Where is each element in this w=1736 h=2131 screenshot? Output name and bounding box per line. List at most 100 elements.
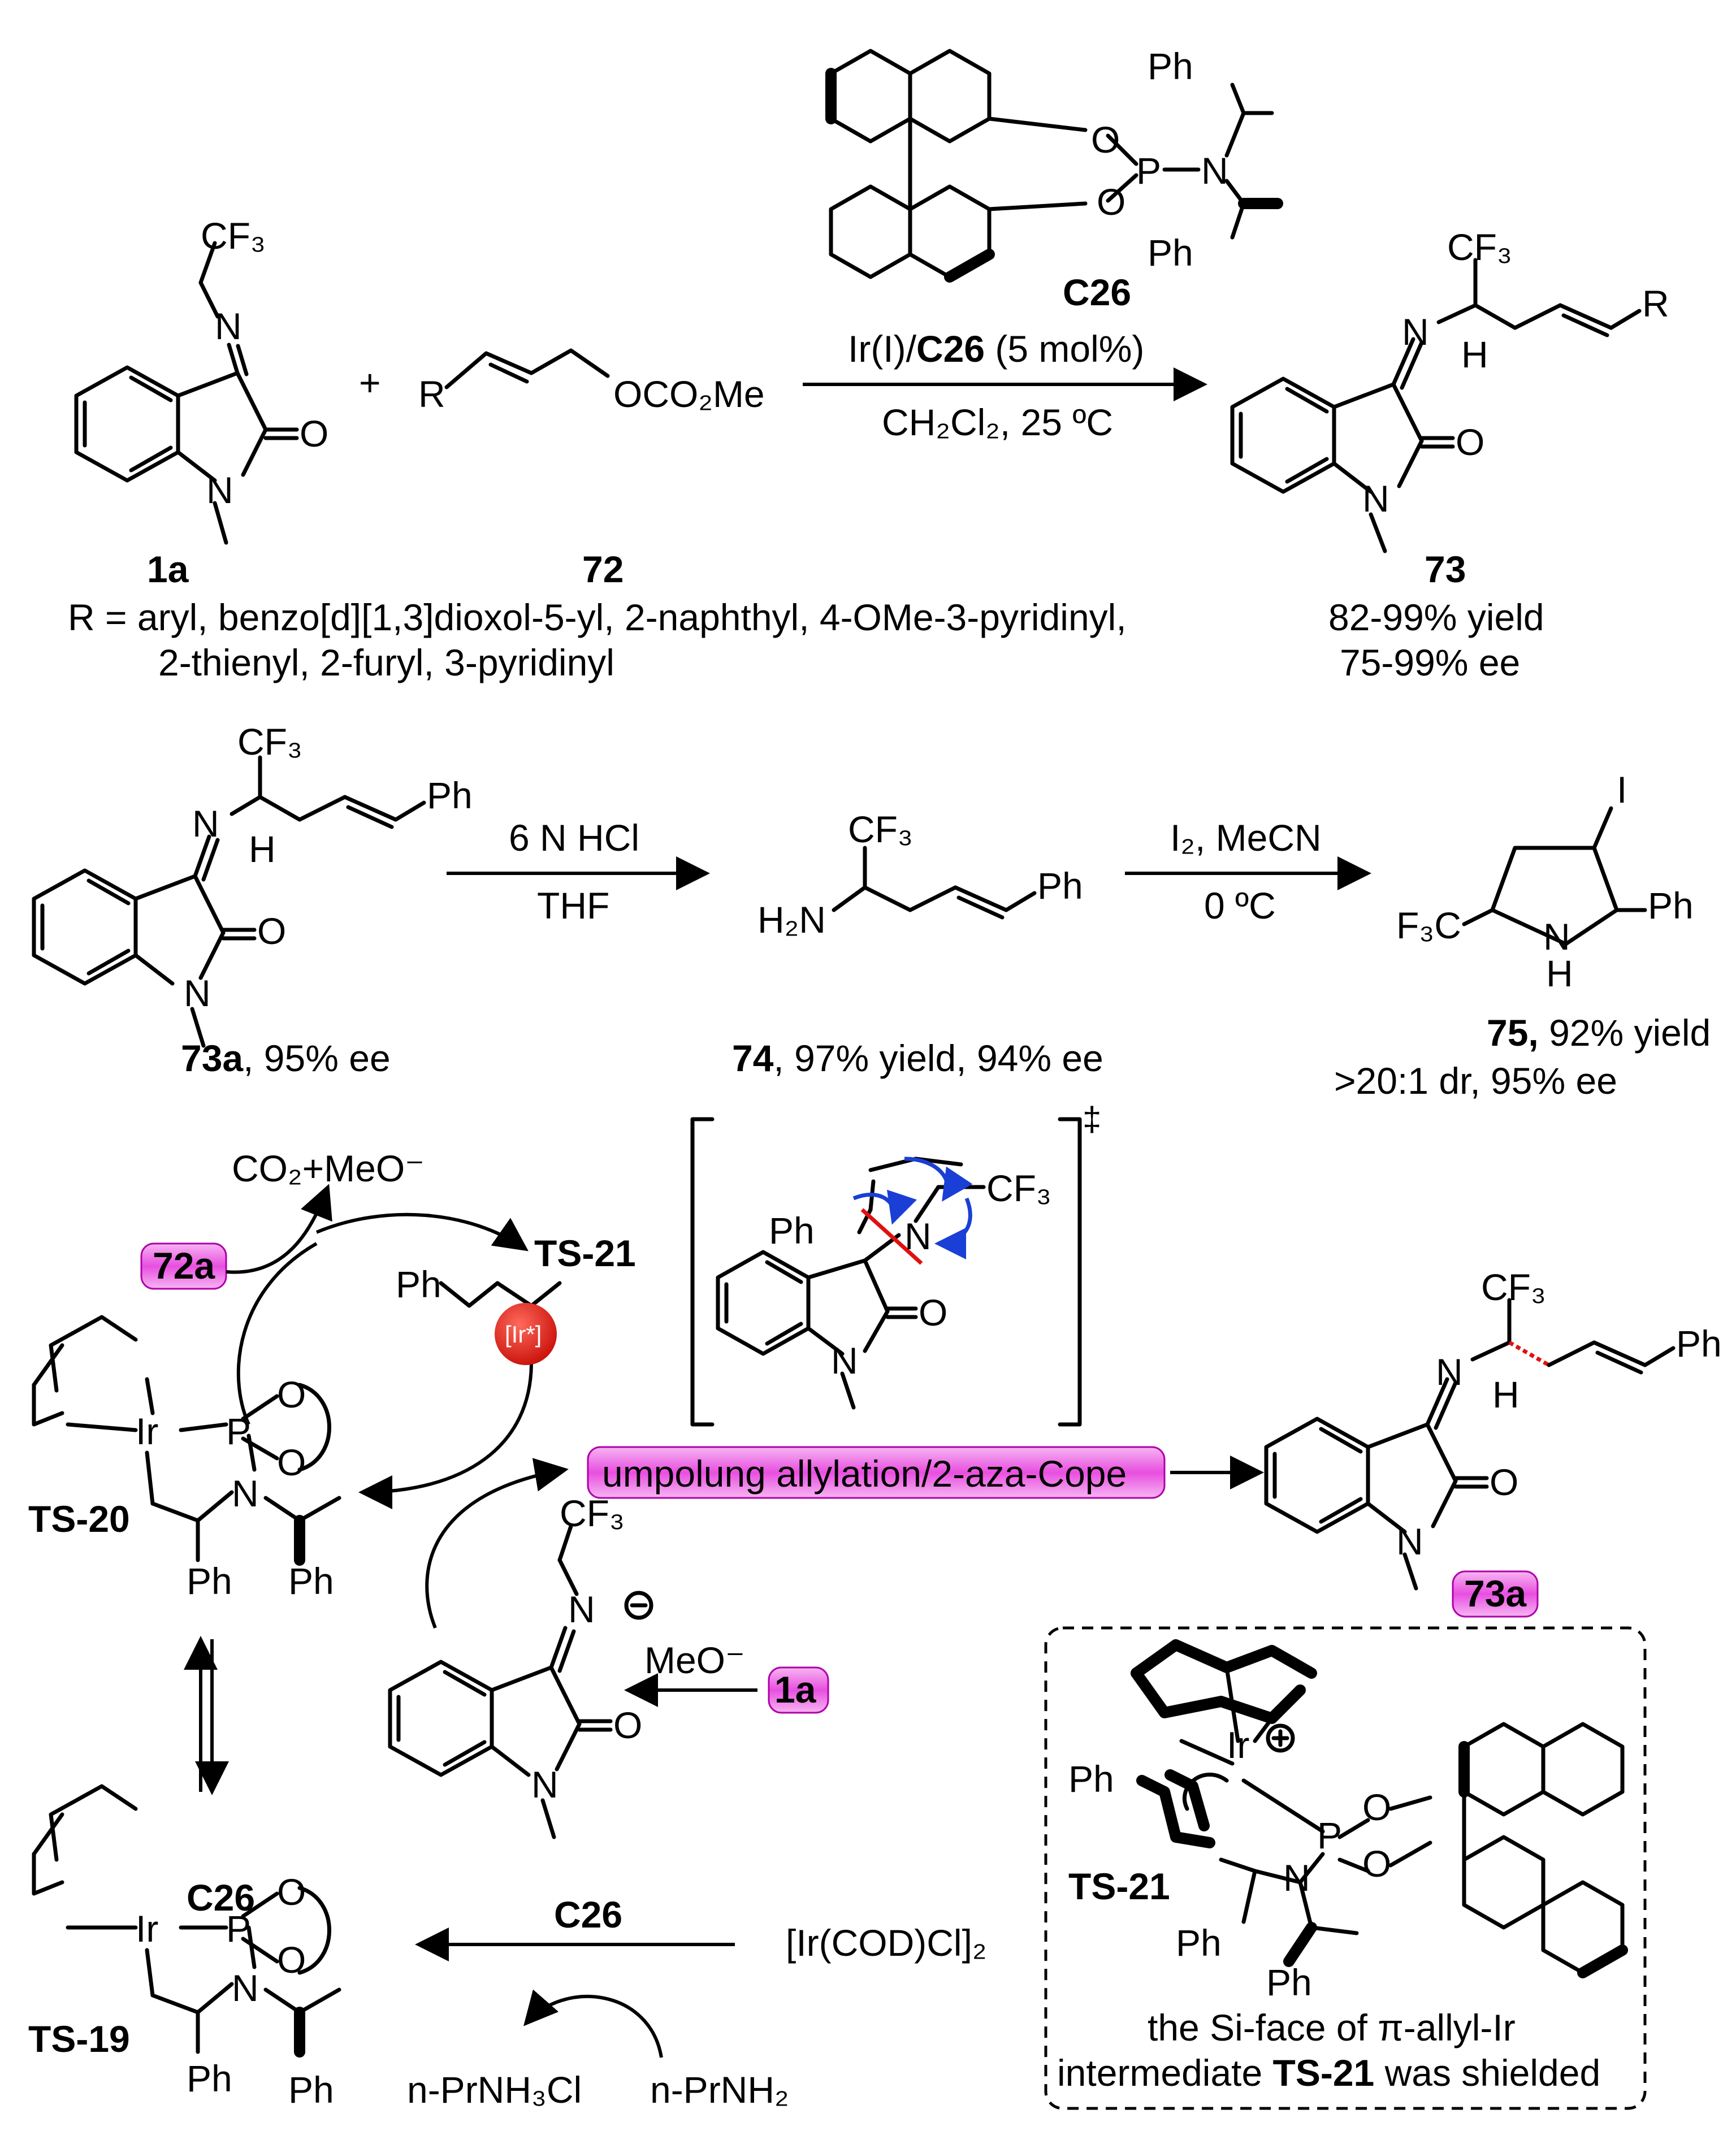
curly-arrow-2 — [934, 1197, 972, 1259]
73a-o-label: O — [257, 910, 286, 952]
75-i-label: I — [1617, 769, 1627, 811]
c26-o-upper: O — [1091, 119, 1120, 161]
compound-75-structure — [1462, 806, 1647, 946]
plus-sign: + — [359, 362, 381, 404]
ts21-label: TS-21 — [534, 1232, 636, 1274]
box-p-label: P — [1317, 1814, 1342, 1856]
compound-1a-structure — [74, 241, 299, 545]
ts19-p-label: P — [226, 1908, 251, 1950]
73a-n-label: N — [192, 803, 219, 844]
compound-label-72: 72 — [582, 548, 624, 590]
75-nh-label: N — [1543, 916, 1570, 958]
72-carbonate-label: OCO₂Me — [613, 373, 765, 415]
ts21-ph-label: Ph — [396, 1263, 441, 1305]
banner-umpolung[interactable] — [587, 1446, 1166, 1499]
ts20-ir-label: Ir — [136, 1410, 158, 1452]
ts19-c26-label: C26 — [187, 1877, 255, 1918]
meo-label: MeO⁻ — [644, 1639, 745, 1681]
m73a-ph-label: Ph — [1676, 1323, 1722, 1365]
m73a-h-label: H — [1492, 1374, 1519, 1415]
byproduct-co2-meo: CO₂+MeO⁻ — [232, 1147, 425, 1189]
73a-ee-text: 73a, 95% ee — [181, 1037, 391, 1079]
73a-cf3-label: CF₃ — [237, 721, 302, 763]
banner-label: umpolung allylation/2-aza-Cope — [602, 1453, 1127, 1495]
reaction1-conditions-line1: Ir(I)/C26 (5 mol%) — [848, 328, 1144, 370]
amine: n-PrNH₂ — [650, 2069, 789, 2111]
74-result-text: 74, 97% yield, 94% ee — [732, 1037, 1103, 1079]
arrow-to-banner — [425, 1458, 569, 1629]
ts19-n-label: N — [232, 1967, 259, 2009]
curly-arrow-3 — [852, 1189, 917, 1225]
m73a-ring-n-label: N — [1396, 1521, 1423, 1562]
tag-1a[interactable] — [768, 1666, 829, 1714]
73-ee: 75-99% ee — [1340, 642, 1520, 683]
ir-precursor: [Ir(COD)Cl]₂ — [786, 1922, 987, 1964]
arrow-to-byproduct — [226, 1184, 332, 1274]
ts-n-label: N — [904, 1215, 932, 1257]
compound-73a-structure — [32, 755, 426, 1048]
1a-o-label: O — [300, 413, 328, 454]
75-h-label: H — [1546, 952, 1573, 994]
m73a-n-label: N — [1436, 1351, 1463, 1393]
ts-o-label: O — [919, 1292, 947, 1333]
imine-anion-structure — [388, 1524, 653, 1839]
ts21-allyl-structure — [439, 1281, 562, 1308]
c26-o-lower: O — [1097, 181, 1125, 223]
c26-n-label: N — [1201, 150, 1228, 192]
ligand-c26-structure — [825, 49, 1283, 283]
ts-dagger: ‡ — [1083, 1100, 1101, 1138]
75-dr-ee: >20:1 dr, 95% ee — [1334, 1060, 1617, 1102]
compound-72-structure — [444, 348, 610, 389]
box-o-lower: O — [1362, 1843, 1391, 1885]
box-n-label: N — [1283, 1857, 1310, 1899]
ts20-o-upper: O — [277, 1374, 306, 1415]
amine-curved-arrow — [523, 1989, 663, 2058]
cycle-arc-left — [236, 1242, 318, 1426]
tag-72a-label: 72a — [153, 1245, 215, 1287]
c26-ph-upper: Ph — [1148, 45, 1193, 87]
m73a-cf3-label: CF₃ — [1481, 1266, 1546, 1308]
ts19-complex-structure — [32, 1784, 341, 2058]
step2-temp: 0 ºC — [1204, 885, 1276, 926]
anion-ring-n-label: N — [531, 1764, 559, 1805]
1a-cf3-label: CF₃ — [201, 215, 266, 257]
ts20-label: TS-20 — [28, 1498, 130, 1540]
box-ts21-label: TS-21 — [1068, 1865, 1170, 1907]
compound-73-structure — [1230, 258, 1642, 553]
tag-73a-label: 73a — [1464, 1573, 1527, 1614]
anion-n-label: N — [568, 1588, 595, 1630]
73-h-label: H — [1461, 333, 1488, 375]
tag-72a[interactable] — [140, 1242, 227, 1290]
75-ph-label: Ph — [1648, 885, 1694, 926]
73a-ph-label: Ph — [427, 774, 473, 816]
box-ir-charge — [1266, 1723, 1295, 1753]
ts20-n-label: N — [232, 1472, 259, 1514]
1a-n-label: N — [215, 305, 242, 347]
74-ph-label: Ph — [1037, 865, 1083, 907]
73-yield: 82-99% yield — [1328, 596, 1544, 638]
73-r-label: R — [1642, 283, 1669, 324]
ts-ring-n-label: N — [831, 1340, 858, 1381]
anion-o-label: O — [613, 1704, 642, 1746]
ts-brackets — [690, 1117, 1082, 1427]
arrow-to-ts20 — [358, 1362, 533, 1509]
ts19-o-lower: O — [277, 1939, 306, 1981]
tag-73a[interactable] — [1452, 1570, 1539, 1618]
ts-ph-label: Ph — [769, 1210, 815, 1251]
ir-star-bead — [495, 1303, 557, 1365]
amine-salt: n-PrNH₃Cl — [407, 2069, 582, 2111]
74-cf3-label: CF₃ — [848, 808, 913, 850]
ts20-complex-structure — [32, 1315, 341, 1566]
ts19-ph-left: Ph — [187, 2058, 232, 2099]
box-caption-line2: intermediate TS-21 was shielded — [1057, 2052, 1600, 2094]
ts19-ph-right: Ph — [288, 2069, 334, 2111]
ts20-ph-right: Ph — [288, 1560, 334, 1602]
forming-cc-bond — [860, 1208, 923, 1265]
c26-arrow-label: C26 — [554, 1894, 622, 1935]
73-n-label: N — [1402, 311, 1429, 353]
75-yield-text: 75, 92% yield — [1487, 1012, 1711, 1054]
m73a-o-label: O — [1490, 1461, 1518, 1503]
73a-h-label: H — [249, 828, 276, 870]
73-o-label: O — [1456, 421, 1484, 463]
1a-ring-n-label: N — [206, 469, 233, 511]
